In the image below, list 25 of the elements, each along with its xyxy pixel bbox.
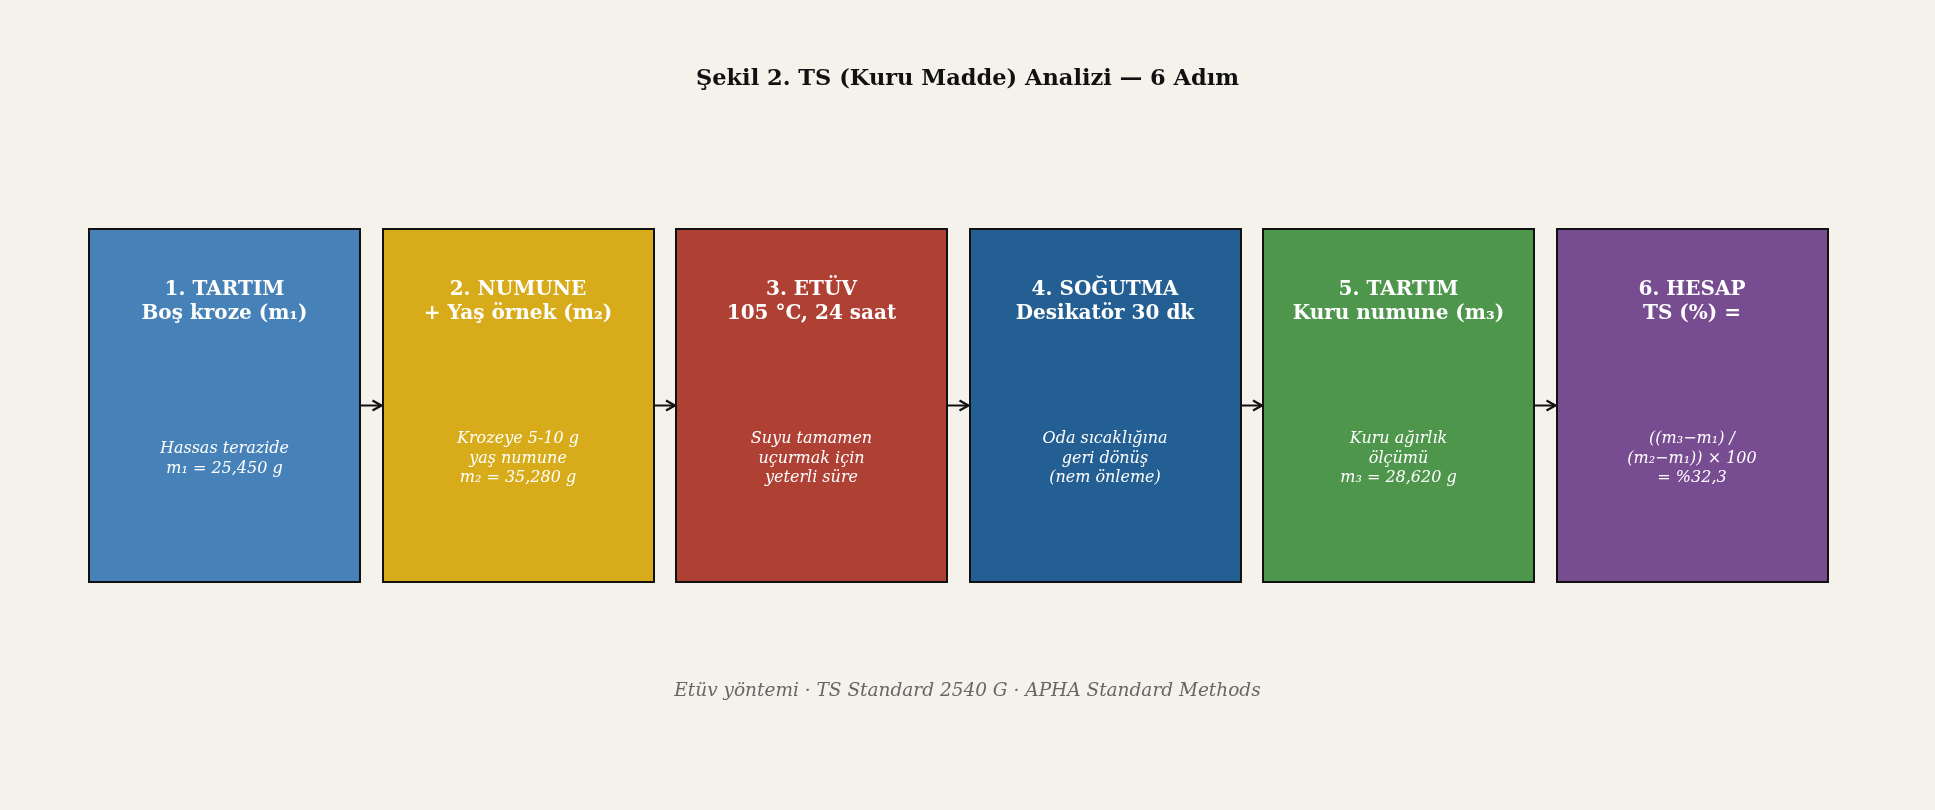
diagram-caption: Etüv yöntemi · TS Standard 2540 G · APHA Standard Methods — [674, 678, 1261, 702]
step-heading: 2. NUMUNE + Yaş örnek (m₂) — [423, 276, 613, 324]
process-box — [675, 228, 948, 583]
process-box — [1262, 228, 1535, 583]
process-box — [968, 228, 1242, 583]
arrow — [947, 399, 970, 412]
process-box — [381, 228, 655, 583]
step-heading: 5. TARTIM Kuru numune (m₃) — [1292, 276, 1505, 324]
diagram-title: Şekil 2. TS (Kuru Madde) Analizi — 6 Adım — [695, 63, 1240, 92]
step-description: Oda sıcaklığına geri dönüş (nem önleme) — [1042, 427, 1168, 487]
process-box — [88, 228, 361, 583]
step-heading: 4. SOĞUTMA Desikatör 30 dk — [1015, 276, 1195, 324]
step-description: Kuru ağırlık ölçümü m₃ = 28,620 g — [1340, 427, 1457, 487]
step-heading: 6. HESAP TS (%) = — [1638, 276, 1746, 324]
arrow — [653, 399, 677, 412]
step-description: Suyu tamamen uçurmak için yeterli süre — [750, 427, 873, 487]
arrow — [1534, 399, 1557, 412]
arrow — [360, 399, 383, 412]
process-box — [1555, 228, 1829, 583]
step-description: ((m₃−m₁) / (m₂−m₁)) × 100 = %32,3 — [1627, 427, 1757, 487]
step-description: Krozeye 5-10 g yaş numune m₂ = 35,280 g — [457, 427, 579, 487]
step-heading: 3. ETÜV 105 °C, 24 saat — [726, 276, 897, 324]
step-heading: 1. TARTIM Boş kroze (m₁) — [141, 276, 308, 324]
step-description: Hassas terazide m₁ = 25,450 g — [159, 437, 290, 477]
arrow — [1240, 399, 1264, 412]
